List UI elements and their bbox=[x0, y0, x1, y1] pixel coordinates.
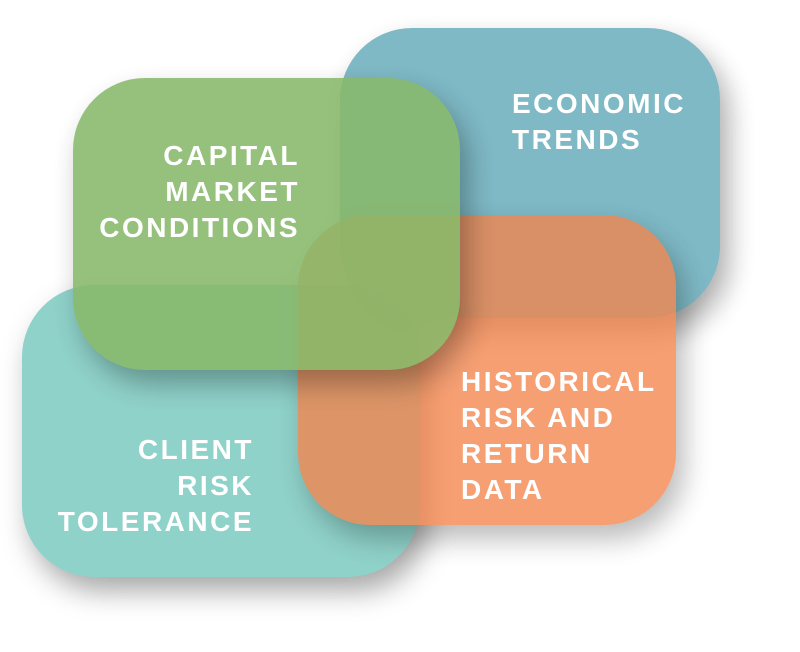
capital-market-conditions-box bbox=[73, 78, 460, 370]
client-risk-tolerance-label: CLIENT RISK TOLERANCE bbox=[57, 434, 254, 537]
capital-market-conditions-label: CAPITAL MARKET CONDITIONS bbox=[99, 140, 300, 243]
historical-risk-return-label: HISTORICAL RISK AND RETURN DATA bbox=[461, 366, 657, 505]
economic-trends-label: ECONOMIC TRENDS bbox=[512, 88, 686, 155]
